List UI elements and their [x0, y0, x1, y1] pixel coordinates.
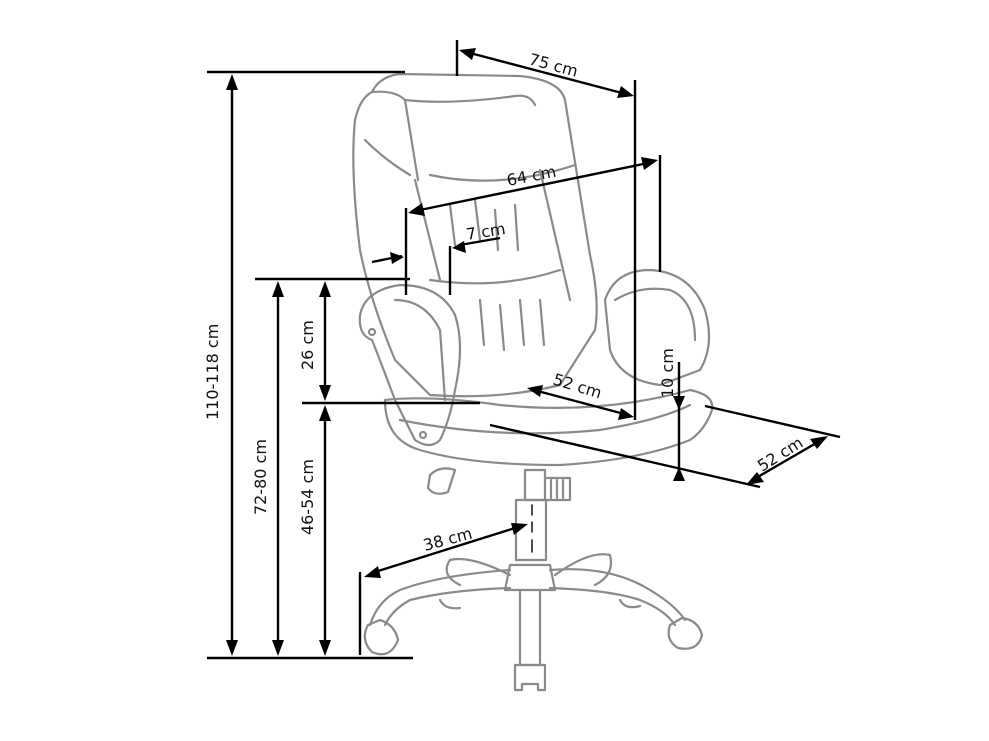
star-base	[503, 563, 557, 592]
label-seat-height: 46-54 cm	[298, 459, 317, 535]
right-armrest	[603, 268, 711, 387]
backrest	[352, 72, 598, 398]
label-overall-height: 110-118 cm	[203, 324, 222, 420]
left-armrest	[358, 283, 462, 447]
label-armrest-height: 72-80 cm	[251, 439, 270, 515]
seat-cushion	[383, 388, 714, 467]
chair-illustration	[352, 72, 714, 692]
label-backrest-width: 64 cm	[505, 162, 558, 190]
gas-lift	[514, 498, 548, 562]
label-seat-thickness: 10 cm	[658, 348, 677, 398]
label-armrest-width: 7 cm	[465, 219, 507, 244]
dimension-labels: 75 cm 64 cm 7 cm 110-118 cm 72-80 cm 26 …	[203, 50, 806, 555]
label-armrest-above-seat: 26 cm	[298, 320, 317, 370]
dimension-lines	[207, 40, 841, 660]
caster	[363, 618, 400, 656]
